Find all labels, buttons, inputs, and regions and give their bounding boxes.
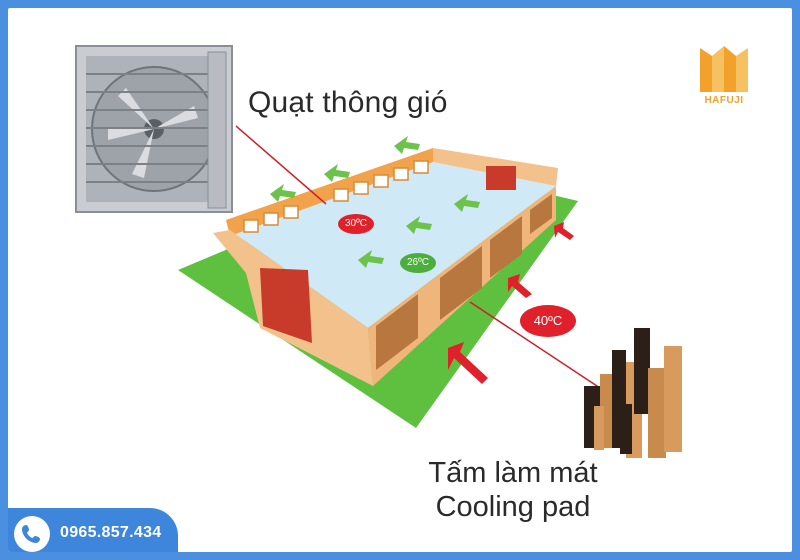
cooling-pad-label-line2: Cooling pad	[403, 490, 623, 524]
exhaust-fan-icon	[76, 46, 232, 212]
temp-26c: 26ºC	[403, 257, 433, 268]
hafuji-logo-icon: HAFUJI	[694, 42, 754, 114]
phone-icon	[14, 516, 50, 552]
phone-number[interactable]: 0965.857.434	[60, 524, 161, 542]
fan-label: Quạt thông gió	[248, 86, 448, 120]
phone-contact[interactable]: 0965.857.434	[8, 508, 178, 552]
diagram-frame: 30ºC 26ºC 40ºC Quạt thông gió Tấm làm má…	[8, 8, 792, 552]
brand-name: HAFUJI	[694, 95, 754, 106]
cooling-pad-label-line1: Tấm làm mát	[403, 456, 623, 490]
back-door	[486, 166, 516, 190]
temp-30c: 30ºC	[341, 218, 371, 229]
cooling-pad-label: Tấm làm mát Cooling pad	[403, 456, 623, 524]
temp-40c: 40ºC	[522, 313, 574, 328]
cooling-pad-icon	[584, 328, 682, 458]
